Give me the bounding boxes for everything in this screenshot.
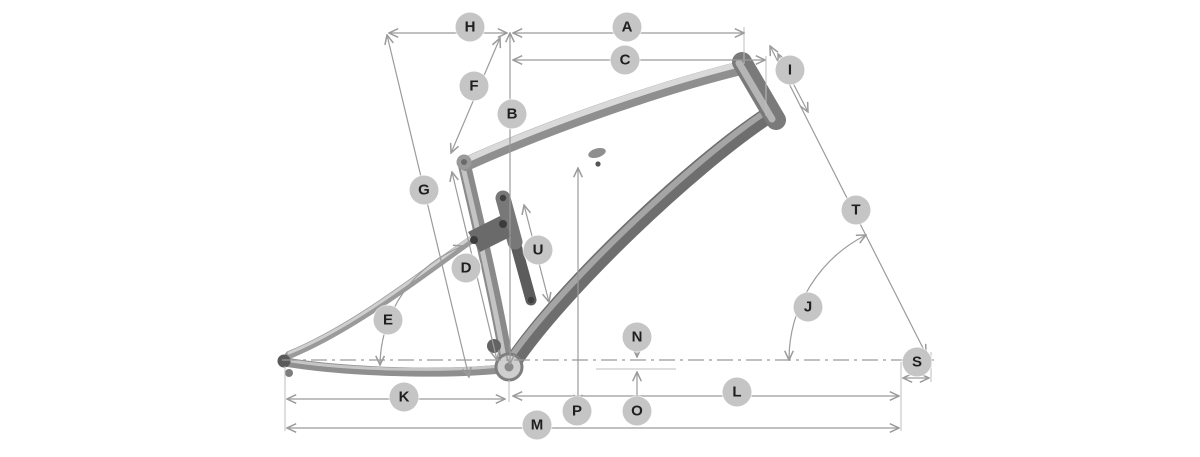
- dim-T: [770, 46, 926, 354]
- rear-dropout: [277, 354, 291, 368]
- rocker-pivot-front: [470, 236, 478, 244]
- shock-upper-eyelet: [499, 194, 507, 202]
- dim-G: [387, 35, 469, 377]
- dim-F: [451, 38, 500, 153]
- top-tube-port-hole: [595, 161, 601, 167]
- bottom-bracket-axle: [504, 362, 514, 372]
- dim-I: [778, 54, 808, 112]
- cable-port: [588, 148, 606, 158]
- dim-J-head-angle-arc: [789, 235, 866, 360]
- down-tube: [504, 105, 779, 371]
- rocker-pivot-rear: [499, 220, 507, 228]
- dim-E-seat-angle-arc: [380, 246, 463, 365]
- down-tube-highlight: [508, 108, 770, 360]
- derailleur-hanger: [285, 369, 293, 377]
- bike-frame-illustration: [277, 52, 786, 382]
- seat-clamp-bolt: [461, 159, 467, 165]
- seat-tube-highlight: [459, 160, 507, 361]
- shock-lower-eyelet: [527, 296, 535, 304]
